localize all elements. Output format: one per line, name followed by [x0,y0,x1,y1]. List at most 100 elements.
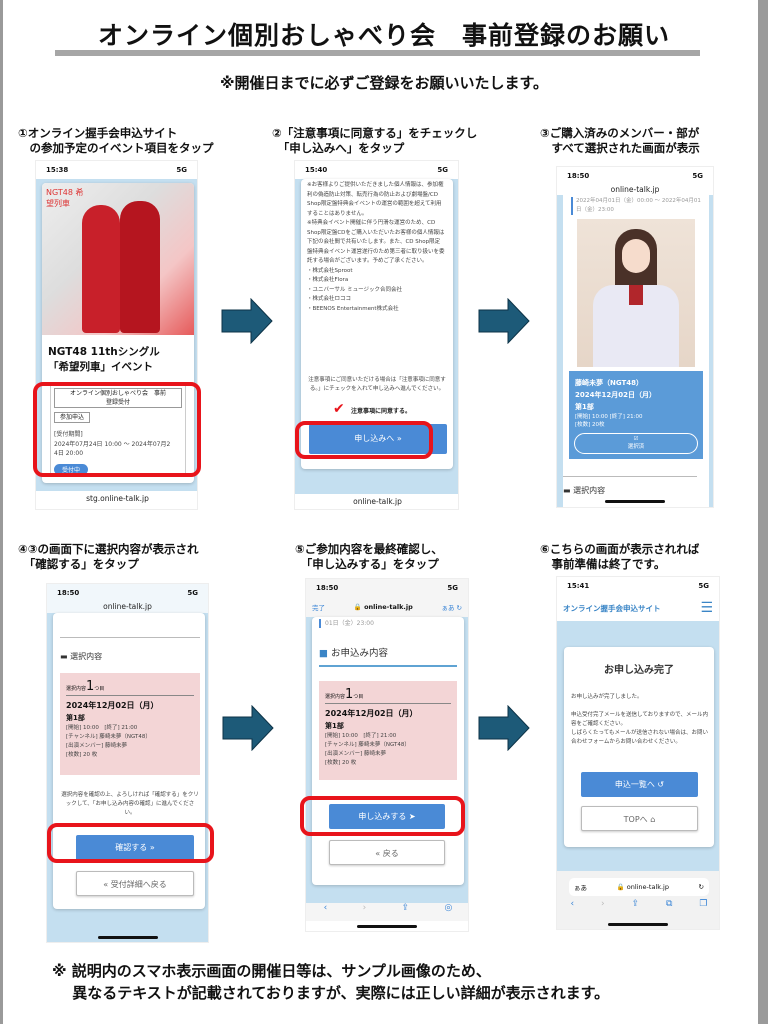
item-title[interactable]: オンライン個別おしゃべり会 事前 登録受付 [54,388,182,408]
confirm-note: 選択内容を確認の上、よろしければ「確認する」をクリックして、「お申し込み内容の確… [61,792,199,816]
status-time: 15:38 [46,166,69,174]
url-text: online-talk.jp [364,603,413,611]
text-size-button[interactable]: ぁあ [441,604,455,612]
status-signal: 5G [187,589,198,597]
home-indicator [357,925,417,928]
back-nav-icon[interactable]: ‹ [323,903,328,913]
step6-phone: 15:41 5G オンライン握手会申込サイト ☰ お申し込み完了 お申し込みが完了… [556,576,720,930]
status-time: 15:40 [305,166,328,174]
back-button[interactable]: « 戻る [329,840,445,865]
arrow-right-icon [478,298,530,344]
reload-icon[interactable]: ↻ [456,604,462,612]
event-title[interactable]: NGT48 11thシングル 「希望列車」イベント [48,346,160,373]
logo: NGT48 希望列車 [46,188,84,208]
url-bar[interactable]: ぁあ 🔒 online-talk.jp ↻ [569,878,709,896]
period-text: 2022年04月01日（金）00:00 ～ 2022年04月01日（金）23:0… [571,197,705,215]
section-label: 選択内容 [70,652,103,661]
ticket-count: [枚数] 20枚 [575,422,605,428]
member-name: 藤崎未夢（NGT48） [575,379,643,387]
forward-nav-icon[interactable]: › [601,899,605,909]
agree-note: 注意事項にご同意いただける場合は「注意事項に同意する。」にチェックを入れて申し込… [308,377,446,392]
step1-phone: 15:38 5G NGT48 希望列車 NGT48 11thシングル 「希望列車」… [35,160,198,510]
member-photo [577,219,695,367]
left-edge [0,0,3,1024]
agree-checkbox-label[interactable]: 注意事項に同意する。 [351,408,412,415]
event-times: [開始] 10:00 [終了] 21:00 [575,414,643,420]
top-button[interactable]: TOPへ ⌂ [581,806,698,831]
period-value: 2024年07月24日 10:00 ～ 2024年07月2 4日 20:00 [54,441,171,457]
application-list-button[interactable]: 申込一覧へ ↺ [581,772,698,797]
url-bar[interactable]: online-talk.jp [47,602,208,613]
event-part: 第1部 [575,403,594,411]
event-part: 第1部 [66,714,85,722]
status-time: 15:41 [567,582,590,590]
section-heading: ■ お申込み内容 [319,645,457,667]
url-text: online-talk.jp [626,883,669,891]
step3-caption: ③ご購入済みのメンバー・部が すべて選択された画面が表示 [540,126,700,155]
step1-caption: ①オンライン握手会申込サイト の参加予定のイベント項目をタップ [18,126,214,155]
period-label: [受付期間] [54,431,83,438]
compass-icon[interactable]: ◎ [444,903,453,913]
mail-message: 申込受付完了メールを送信しておりますので、メール内容をご確認ください。 しばらく… [571,712,708,745]
title-underline [55,50,700,56]
confirm-button[interactable]: 確認する » [76,835,194,861]
sel-num: 1 [345,687,354,702]
sel-prefix: 選択内容 [66,686,87,692]
back-nav-icon[interactable]: ‹ [570,899,575,909]
member-card[interactable]: 藤崎未夢（NGT48） 2024年12月02日（月） 第1部 [開始] 10:0… [569,371,703,459]
complete-message: お申し込みが完了しました。 [571,694,643,700]
site-name-link[interactable]: オンライン握手会申込サイト [563,603,661,613]
highlight-box [33,382,201,477]
footer-note: ※ 説明内のスマホ表示画面の開催日等は、サンプル画像のため、 異なるテキストが記… [52,962,610,1002]
arrow-right-icon [222,705,274,751]
share-icon[interactable]: ⇪ [631,899,640,909]
highlight-box [295,421,433,459]
text-size-button[interactable]: ぁあ [574,884,587,892]
subtitle: ※開催日までに必ずご登録をお願いいたします。 [219,74,549,92]
arrow-right-icon [478,705,530,751]
square-icon: ■ [319,648,331,659]
apply-button[interactable]: 参加申込 [54,412,91,423]
arrow-right-icon [221,298,273,344]
section-heading: ▬ 選択内容 [60,651,102,662]
forward-nav-icon[interactable]: › [362,903,367,913]
event-date: 2024年12月02日（月） [66,701,159,710]
url-bar[interactable]: 🔒 online-talk.jp [353,603,413,611]
back-button[interactable]: « 受付詳細へ戻る [76,871,194,896]
url-bar[interactable]: stg.online-talk.jp [86,494,149,503]
tabs-icon[interactable]: ❐ [699,899,708,909]
highlight-box [47,823,214,863]
channel: [チャンネル] 藤崎未夢（NGT48） [325,742,410,748]
home-indicator [608,923,668,926]
selected-button[interactable]: ☑選択済 [574,433,698,454]
event-times: [開始] 10:00 [終了] 21:00 [66,725,138,731]
status-signal: 5G [698,582,709,590]
event-times: [開始] 10:00 [終了] 21:00 [325,733,397,739]
checkbox-icon: ☑ [633,436,639,442]
status-signal: 5G [176,166,187,174]
share-icon[interactable]: ⇪ [401,903,410,913]
sel-prefix: 選択内容 [325,694,346,700]
checkmark-icon[interactable]: ✔ [333,401,345,417]
step2-caption: ②「注意事項に同意する」をチェックし 「申し込みへ」をタップ [272,126,478,155]
url-bar[interactable]: online-talk.jp [610,185,660,194]
url-bar[interactable]: online-talk.jp [353,497,402,506]
members: [出演メンバー] 藤崎未夢 [325,751,387,757]
status-badge: 受付中 [54,464,89,475]
highlight-box [300,796,465,836]
step4-caption: ④③の画面下に選択内容が表示され 「確認する」をタップ [18,542,199,571]
apply-button[interactable]: 申し込みする ➤ [329,804,445,829]
reload-icon[interactable]: ↻ [698,883,704,891]
event-date: 2024年12月02日（月） [575,391,656,399]
step5-caption: ⑤ご参加内容を最終確認し、 「申し込みする」をタップ [295,542,443,571]
event-date: 2024年12月02日（月） [325,709,418,718]
sel-num: 1 [86,679,95,694]
bookmarks-icon[interactable]: ⧉ [666,899,673,909]
done-button[interactable]: 完了 [312,604,325,612]
section-label: 選択内容 [573,486,606,495]
hamburger-menu-icon[interactable]: ☰ [700,600,713,616]
members: [出演メンバー] 藤崎未夢 [66,743,128,749]
complete-heading: お申し込み完了 [604,665,674,676]
